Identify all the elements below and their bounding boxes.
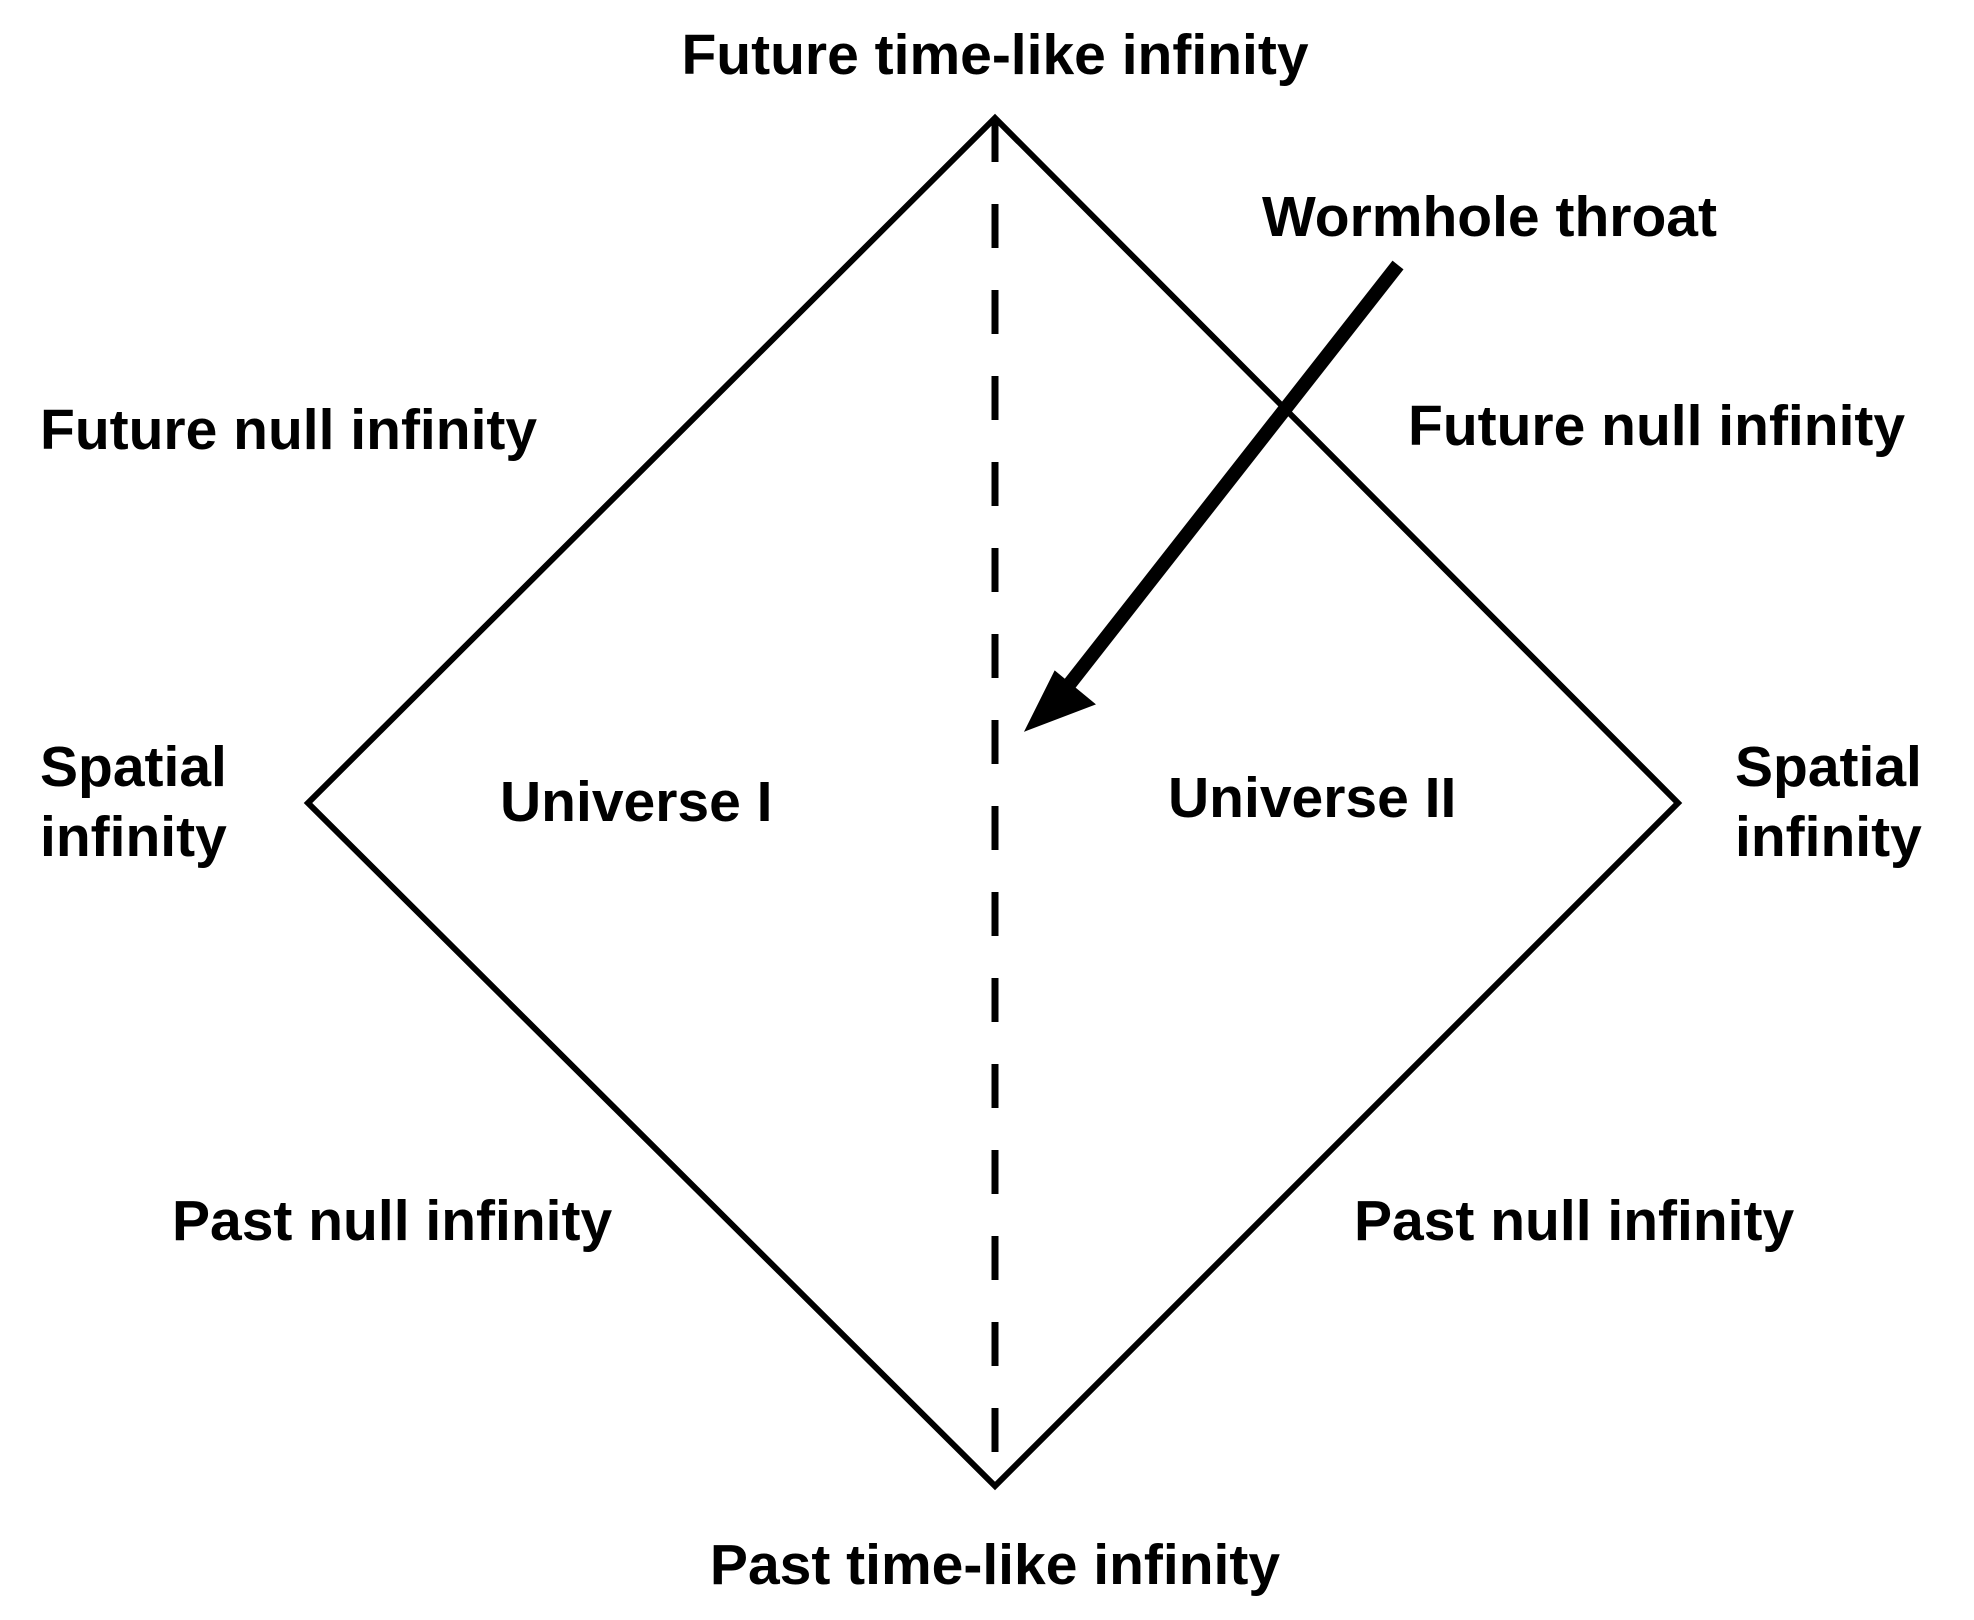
past-null-infinity-right-label: Past null infinity	[1354, 1189, 1795, 1253]
spatial-infinity-left-line2: infinity	[40, 805, 227, 869]
spatial-infinity-left-line1: Spatial	[40, 735, 227, 799]
past-null-infinity-left-label: Past null infinity	[172, 1189, 613, 1253]
wormhole-throat-label: Wormhole throat	[1262, 185, 1717, 249]
wormhole-arrow-head	[1023, 670, 1096, 732]
universe-2-label: Universe II	[1168, 766, 1457, 830]
spatial-infinity-left-label: Spatial infinity	[40, 732, 227, 872]
past-timelike-infinity-label: Past time-like infinity	[709, 1533, 1281, 1597]
universe-1-label: Universe I	[500, 770, 773, 834]
spacetime-diamond-boundary	[303, 113, 1683, 1491]
future-timelike-infinity-label: Future time-like infinity	[681, 23, 1309, 87]
future-null-infinity-left-label: Future null infinity	[40, 398, 538, 462]
spatial-infinity-right-line2: infinity	[1735, 805, 1922, 869]
spatial-infinity-right-label: Spatial infinity	[1735, 732, 1922, 872]
wormhole-arrow-shaft	[1062, 260, 1404, 691]
spatial-infinity-right-line1: Spatial	[1735, 735, 1922, 799]
future-null-infinity-right-label: Future null infinity	[1408, 394, 1906, 458]
